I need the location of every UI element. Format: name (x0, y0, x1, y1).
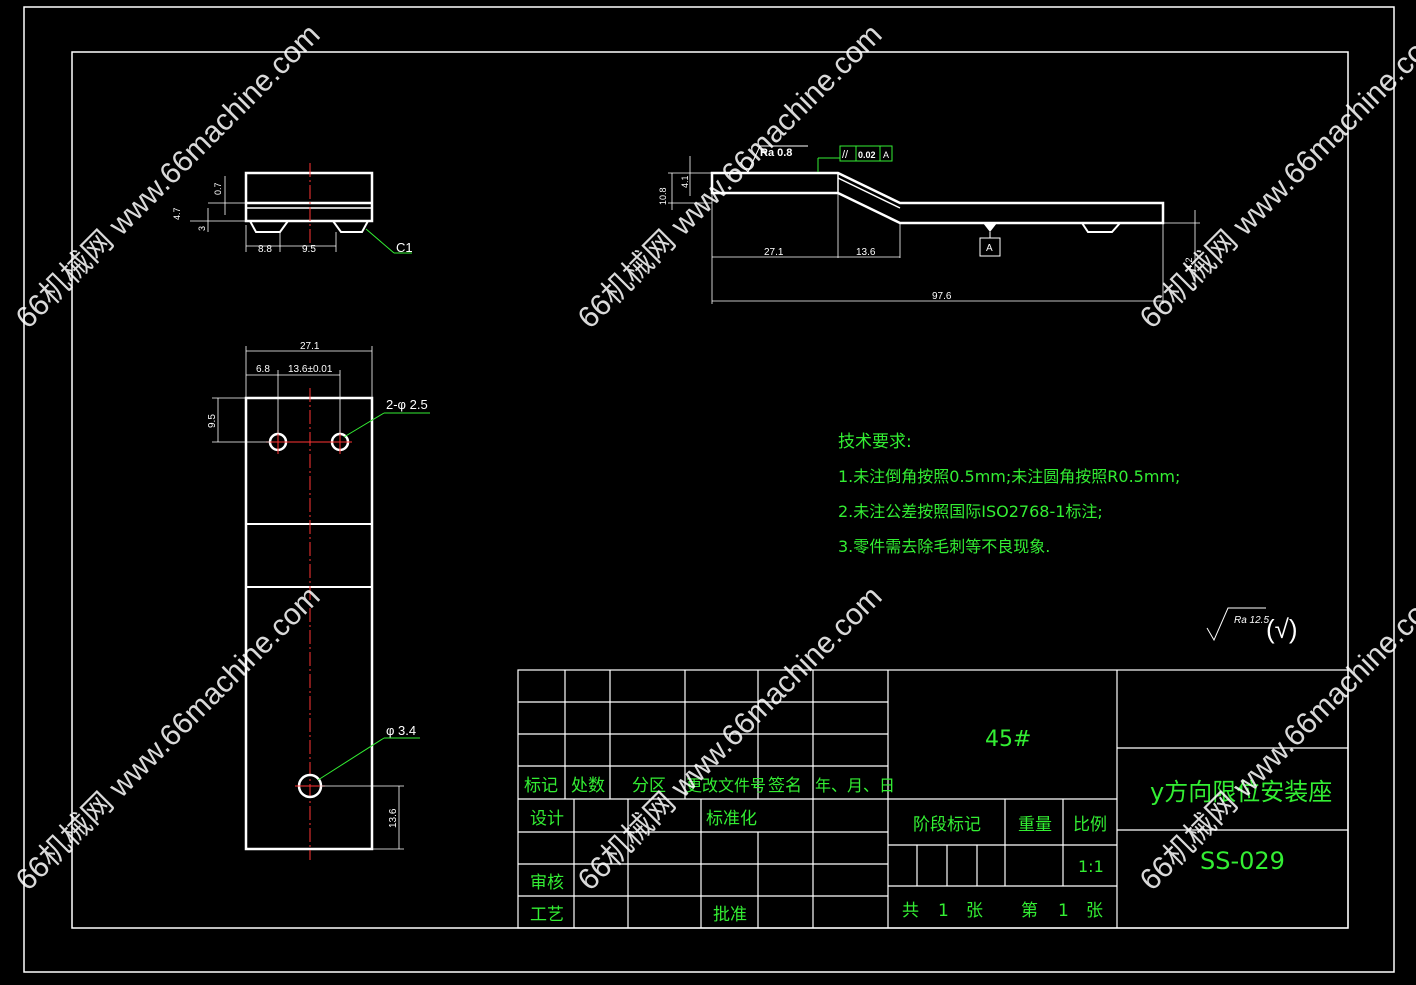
tech-item-1: 1.未注倒角按照0.5mm;未注圆角按照R0.5mm; (838, 467, 1180, 486)
tb-part-no: SS-029 (1200, 847, 1285, 875)
plan-dim-h: 9.5 (207, 414, 218, 428)
tb-standard: 标准化 (706, 809, 757, 829)
hole-large-label: φ 3.4 (386, 723, 416, 738)
title-block (517, 669, 1349, 929)
tb-zone: 分区 (632, 776, 666, 796)
tech-item-2: 2.未注公差按照国际ISO2768-1标注; (838, 502, 1103, 521)
tb-part-name: y方向限位安装座 (1150, 778, 1332, 806)
flatness-datum: A (883, 150, 889, 160)
end-view: 8.8 9.5 0.7 4.7 3 C1 (172, 163, 413, 255)
surface-ra: Ra 12.5 (1234, 615, 1269, 626)
tb-design: 设计 (530, 809, 564, 829)
tb-sheet-no-unit: 张 (1086, 901, 1103, 921)
plan-dim-h2: 13.6 (388, 808, 399, 828)
plan-dim-w1: 6.8 (256, 364, 270, 375)
watermarks: 66机械网 www.66machine.com 66机械网 www.66mach… (10, 18, 1416, 897)
watermark: 66机械网 www.66machine.com (1134, 18, 1416, 335)
plan-dim-width: 27.1 (300, 341, 320, 352)
tb-sheet-no-label: 第 (1021, 901, 1038, 921)
chamfer-label: C1 (396, 240, 413, 255)
side-dim-w2: 13.6 (856, 247, 876, 258)
side-dim-w1: 27.1 (764, 247, 784, 258)
side-view: 27.1 13.6 97.6 10.8 4.1 4.2 Ra 0.8 // 0.… (658, 145, 1200, 304)
watermark: 66机械网 www.66machine.com (10, 18, 327, 335)
holes-small-label: 2-φ 2.5 (386, 397, 428, 412)
tech-item-3: 3.零件需去除毛刺等不良现象. (838, 537, 1050, 556)
end-dim-h3: 3 (197, 226, 207, 231)
tb-scale: 1:1 (1078, 857, 1104, 876)
title-block-text: 标记 处数 分区 更改文件号 签名 年、月、日 设计 标准化 审核 工艺 批准 … (524, 727, 1332, 925)
surface-check: (√) (1266, 614, 1298, 644)
surface-roughness-symbol: Ra 12.5 (√) (1206, 607, 1298, 644)
side-dim-h1: 10.8 (658, 187, 668, 205)
side-roughness: Ra 0.8 (760, 147, 792, 159)
tb-change-doc: 更改文件号 (686, 776, 766, 795)
side-dim-total: 97.6 (932, 291, 952, 302)
datum-label: A (986, 243, 993, 254)
technical-requirements: 技术要求: 1.未注倒角按照0.5mm;未注圆角按照R0.5mm; 2.未注公差… (838, 432, 1180, 556)
side-dim-end: 4.2 (1184, 257, 1194, 270)
tb-sign: 签名 (768, 776, 802, 796)
tb-stage: 阶段标记 (913, 815, 981, 835)
tb-count: 处数 (571, 776, 605, 796)
outer-frame (23, 6, 1395, 973)
tb-sheets-total-label: 共 (902, 901, 919, 921)
tb-date: 年、月、日 (815, 776, 895, 795)
plan-dim-w2: 13.6±0.01 (288, 364, 333, 375)
flatness-value: 0.02 (858, 150, 876, 160)
tb-material: 45# (985, 727, 1031, 752)
end-dim-width2: 9.5 (302, 244, 316, 255)
tb-sheets-total: 1 (938, 901, 949, 921)
end-dim-width1: 8.8 (258, 244, 272, 255)
end-dim-h2: 4.7 (172, 207, 182, 220)
tb-process: 工艺 (530, 905, 564, 925)
tb-sheet-no: 1 (1058, 901, 1069, 921)
flatness-symbol: // (842, 149, 849, 161)
tech-heading: 技术要求: (838, 432, 912, 452)
watermark: 66机械网 www.66machine.com (572, 580, 889, 897)
tb-review: 审核 (530, 873, 564, 893)
tb-mark: 标记 (524, 776, 558, 796)
watermark: 66机械网 www.66machine.com (572, 18, 889, 335)
plan-view: 27.1 6.8 13.6±0.01 9.5 13.6 2-φ 2.5 φ 3.… (207, 341, 430, 860)
tb-weight: 重量 (1018, 815, 1052, 835)
tb-approve: 批准 (713, 905, 747, 925)
tb-scale-label: 比例 (1073, 815, 1107, 835)
tb-sheets-unit: 张 (966, 901, 983, 921)
side-dim-h2: 4.1 (680, 175, 690, 188)
end-dim-h1: 0.7 (213, 182, 223, 195)
